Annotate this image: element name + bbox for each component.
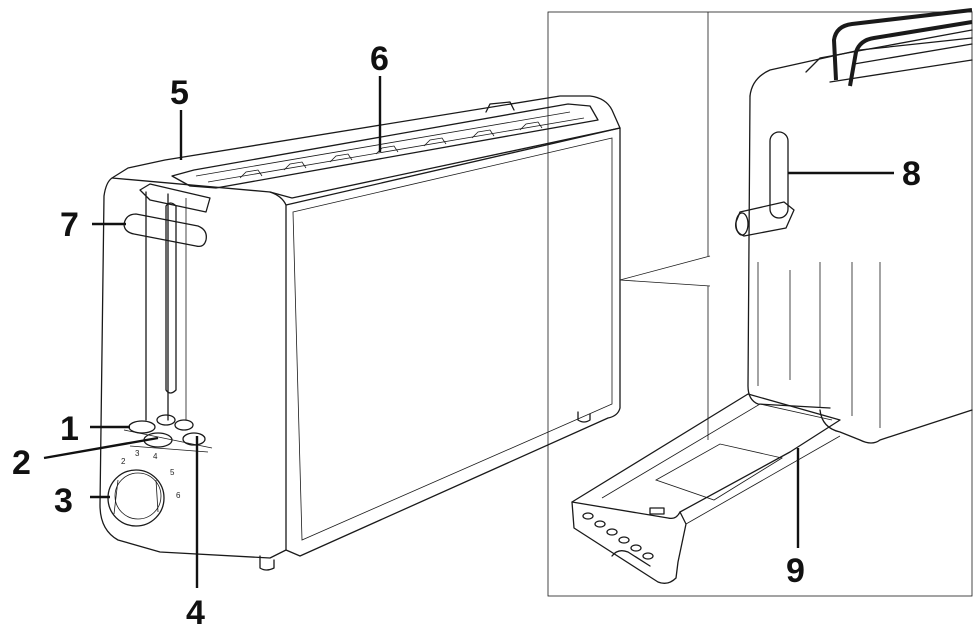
detail-inset-frame: [547, 11, 973, 597]
callout-4: 4: [186, 594, 205, 632]
dial-number: 6: [176, 491, 181, 500]
dial-number: 5: [170, 468, 175, 477]
inset-cord: [831, 8, 973, 87]
carriage-lever[interactable]: [123, 213, 207, 248]
callout-1: 1: [60, 410, 79, 448]
detail-connector: [619, 255, 711, 287]
callout-3: 3: [54, 482, 73, 520]
callout-2: 2: [12, 444, 31, 482]
dial-number: 4: [153, 452, 158, 461]
inset-toaster-end: [747, 29, 973, 444]
leader-line-2: [43, 436, 159, 460]
callout-6: 6: [370, 40, 389, 78]
callout-7: 7: [60, 206, 79, 244]
toaster-body: [99, 95, 621, 571]
callout-9: 9: [786, 552, 805, 590]
browning-dial[interactable]: [107, 469, 165, 527]
dial-number: 3: [135, 449, 140, 458]
callout-5: 5: [170, 74, 189, 112]
callout-8: 8: [902, 155, 921, 193]
bread-slot: [171, 101, 599, 189]
lever-housing: [139, 183, 211, 421]
crumb-tray[interactable]: [571, 393, 841, 584]
inset-lever[interactable]: [735, 131, 795, 237]
dial-number: 2: [121, 457, 126, 466]
